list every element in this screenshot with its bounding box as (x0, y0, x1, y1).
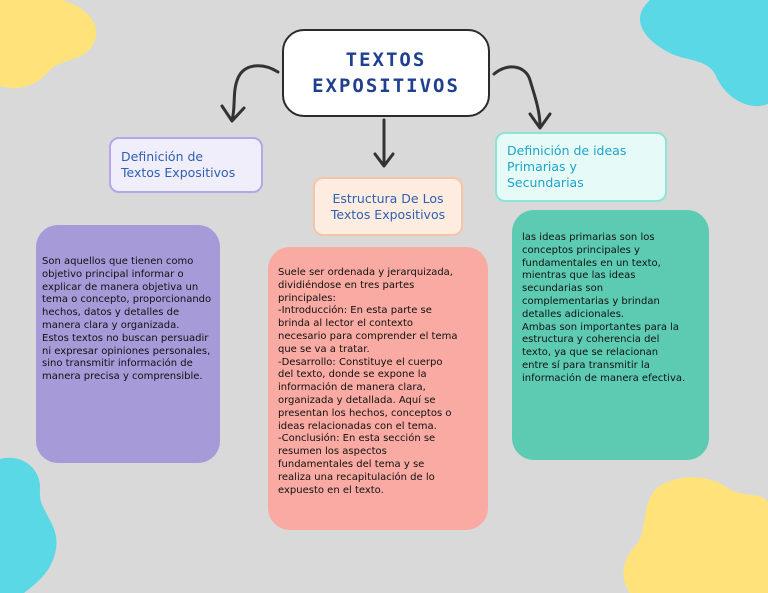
heading-estructura-box: Estructura De Los Textos Expositivos (313, 177, 463, 236)
yellow-blob-bottom-right (623, 477, 768, 593)
ideas-card: las ideas primarias son los conceptos pr… (512, 210, 709, 460)
heading-definicion: Definición de Textos Expositivos (121, 149, 236, 180)
cyan-blob-top-right (639, 0, 768, 107)
arrow-left (230, 64, 280, 122)
cyan-blob-bottom-left (0, 457, 57, 593)
arrow-right (492, 65, 542, 128)
main-title-line-1: TEXTOS (345, 49, 427, 71)
heading-definicion-box: Definición de Textos Expositivos (109, 137, 263, 193)
estructura-text: Suele ser ordenada y jerarquizada, divid… (278, 267, 458, 496)
definicion-text: Son aquellos que tienen como objetivo pr… (42, 256, 212, 383)
arrow-middle-head (373, 152, 395, 168)
heading-ideas-box: Definición de ideas Primarias y Secundar… (495, 132, 667, 202)
heading-ideas: Definición de ideas Primarias y Secundar… (507, 143, 627, 190)
main-title-box: TEXTOS EXPOSITIVOS (282, 29, 490, 117)
ideas-text: las ideas primarias son los conceptos pr… (522, 232, 686, 384)
arrow-right-head (528, 112, 552, 130)
estructura-card: Suele ser ordenada y jerarquizada, divid… (268, 247, 488, 530)
yellow-blob-top-left (0, 0, 97, 89)
heading-estructura: Estructura De Los Textos Expositivos (330, 190, 446, 222)
arrow-left-head (220, 104, 246, 123)
main-title-line-2: EXPOSITIVOS (312, 75, 460, 97)
definicion-card: Son aquellos que tienen como objetivo pr… (36, 225, 220, 463)
